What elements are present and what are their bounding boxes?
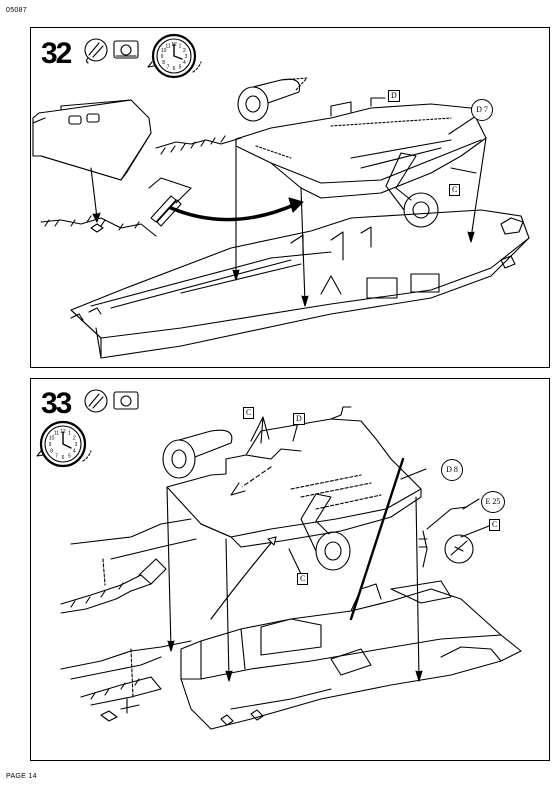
part-label-d7: D 7: [471, 99, 493, 121]
pointer-d7: [448, 115, 477, 135]
tape-icon: [113, 391, 139, 410]
pointer-d8: [400, 468, 427, 480]
clock-numeral: 3: [185, 54, 188, 60]
step-32-panel: 32: [30, 27, 550, 368]
clock-icon: [36, 420, 92, 468]
tape-roll-left: [162, 429, 233, 479]
clock-numeral: 11: [54, 431, 59, 437]
clock-numeral: 4: [183, 60, 186, 66]
clock-numeral: 10: [161, 48, 167, 54]
part-label-e25: E 25: [481, 491, 505, 513]
curved-arrow: [210, 536, 277, 620]
clock-numeral: 9: [49, 442, 52, 448]
tape-roll-bottom: [385, 152, 439, 228]
page-code: 05087: [6, 7, 27, 14]
guide-line-3: [470, 137, 487, 239]
step-number: 33: [41, 387, 72, 420]
pointer-c-bottom: [288, 548, 302, 575]
clock-numeral: 10: [49, 436, 55, 442]
hull-part: [180, 580, 522, 730]
detail-strips: [40, 135, 242, 237]
part-label-c-top: C: [243, 407, 255, 419]
clock-numeral: 8: [50, 449, 53, 455]
clock-numeral: 2: [183, 48, 186, 54]
island-part: [32, 99, 152, 181]
clock-numeral: 7: [167, 64, 170, 70]
part-label-d: D: [388, 90, 400, 102]
antenna-part: [418, 506, 474, 568]
part-label-c-bottom: C: [297, 573, 309, 585]
pointer-c-top: [250, 416, 270, 444]
clock-numeral: 4: [73, 449, 76, 455]
clock-numeral: 11: [165, 44, 170, 50]
deck-part: [166, 406, 422, 548]
arrow-1: [90, 167, 98, 219]
clock-numeral: 5: [68, 453, 71, 459]
clock-numeral: 5: [179, 64, 182, 70]
glue-icon: [84, 38, 108, 64]
side-parts: [60, 518, 197, 722]
hull-part: [70, 209, 530, 359]
clock-numeral: 7: [55, 453, 58, 459]
pointer-c-right: [460, 525, 490, 538]
clock-numeral: 6: [62, 455, 65, 461]
clock-numeral: 6: [173, 66, 176, 72]
clock-numeral: 12: [60, 429, 66, 435]
part-label-d8: D 8: [441, 459, 463, 481]
tape-roll-top: [237, 77, 308, 122]
clock-numeral: 2: [73, 436, 76, 442]
step-33-panel: 33: [30, 378, 550, 761]
clock-icon: [147, 33, 202, 79]
tape-roll-right: [300, 493, 351, 571]
step-number: 32: [41, 37, 72, 70]
clock-numeral: 3: [75, 442, 78, 448]
clock-numeral: 9: [161, 54, 164, 60]
tape-icon: [113, 40, 139, 59]
clock-numeral: 12: [171, 42, 177, 48]
guide-line-2: [300, 187, 306, 304]
part-label-d: D: [293, 413, 305, 425]
page-footer: PAGE 14: [6, 773, 37, 780]
deck-part: [235, 97, 487, 199]
clock-numeral: 8: [162, 60, 165, 66]
glue-icon: [84, 389, 108, 413]
clock-numeral: 1: [68, 431, 71, 437]
part-label-c-right: C: [489, 519, 501, 531]
clock-numeral: 1: [179, 44, 182, 50]
pointer-c: [450, 167, 477, 174]
part-label-c: C: [449, 184, 461, 196]
pointer-e25: [462, 498, 480, 510]
